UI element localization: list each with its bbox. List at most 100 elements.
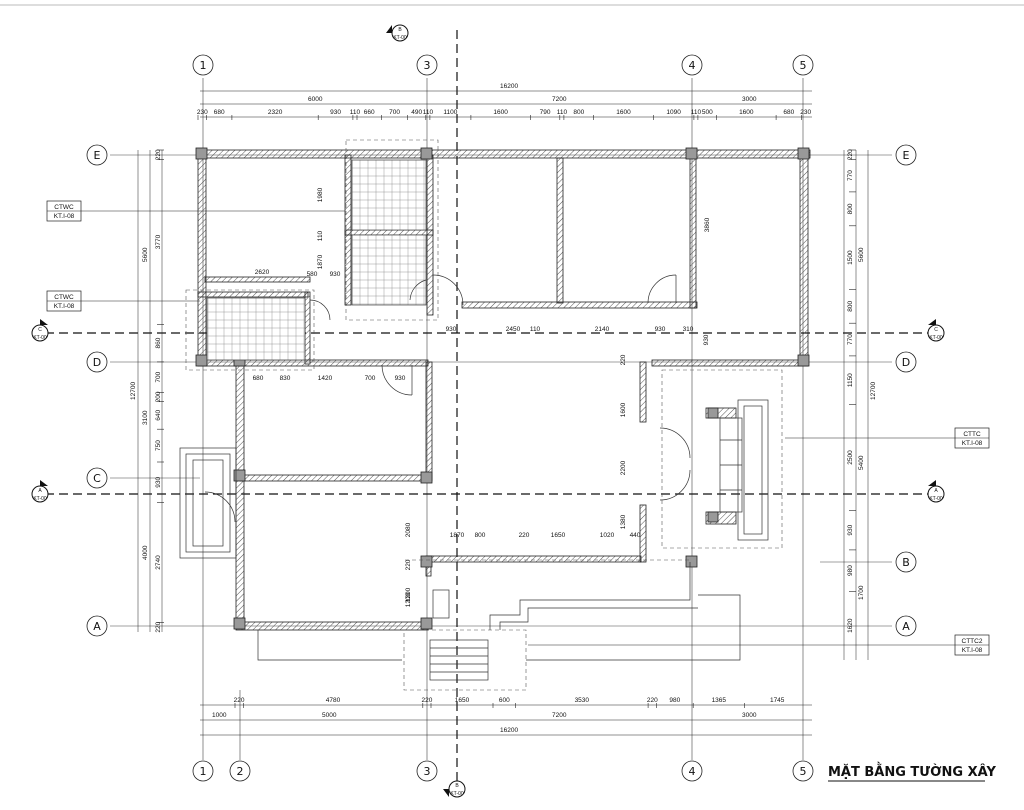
- columns: [195, 147, 810, 630]
- grid-col-1-bottom: 1: [200, 765, 207, 778]
- detail-tag-ctwc-2: CTWC KT.I-08: [46, 290, 200, 312]
- wc-tile-areas: [206, 159, 427, 361]
- dim-left-seg-7: 930: [155, 476, 162, 487]
- detail-tag-ctwc-1: CTWC KT.I-08: [46, 200, 345, 222]
- detail-tag-ctwc-1-ref: KT.I-08: [54, 213, 75, 220]
- dim-left-bay-2: 3100: [142, 410, 149, 425]
- dims-bottom-text: 16200 1000 5000 7200 3000: [212, 712, 757, 734]
- grid-col-2-bottom: 2: [237, 765, 244, 778]
- dim-left-bay-1: 5600: [142, 247, 149, 262]
- dim-left-seg-9: 220: [155, 621, 162, 632]
- dim-interior-9: 110: [530, 326, 541, 333]
- dim-top-seg-11: 790: [540, 109, 551, 116]
- dim-bottom-seg-5: 3530: [575, 697, 590, 704]
- dim-right-seg-5: 770: [847, 334, 854, 345]
- grid-row-a-left: A: [93, 620, 101, 633]
- section-c-ref-left: KT-00: [33, 335, 47, 341]
- section-marker-a-left: A KT-00: [31, 480, 49, 503]
- detail-tag-cttc: CTTC KT.I-08: [785, 427, 990, 449]
- grid-row-d-left: D: [93, 356, 101, 369]
- section-c-label-left: C: [38, 327, 42, 333]
- dim-left-overall: 12700: [130, 382, 137, 400]
- section-lines: [45, 30, 930, 785]
- section-b-label-bottom: B: [455, 783, 459, 789]
- dim-interior-4: 580: [307, 271, 318, 278]
- stair-and-balcony: [179, 399, 769, 681]
- dim-left-seg-3: 700: [155, 371, 162, 382]
- section-marker-b-top: B KT-00: [386, 24, 409, 42]
- dim-top-seg-12: 110: [557, 109, 568, 116]
- dim-left-seg-5: 640: [155, 409, 162, 420]
- walls: [197, 149, 811, 631]
- dim-interior-5: 2620: [255, 269, 270, 276]
- detail-tag-cttc-code: CTTC: [963, 431, 981, 438]
- dim-interior-32: 1200: [405, 592, 412, 607]
- dim-top-seg-16: 110: [691, 109, 702, 116]
- dim-interior-24: 800: [475, 532, 486, 539]
- dim-top-bay-2: 7200: [552, 96, 567, 103]
- dim-interior-21: 2200: [620, 460, 627, 475]
- section-a-ref-right: KT-00: [929, 496, 943, 502]
- detail-tag-ctwc-1-code: CTWC: [54, 204, 74, 211]
- dim-bottom-seg-4: 600: [499, 697, 510, 704]
- dim-bottom-bay-1: 1000: [212, 712, 227, 719]
- grid-col-5-bottom: 5: [800, 765, 807, 778]
- dim-left-seg-0: 220: [155, 149, 162, 160]
- dim-interior-18: 700: [365, 375, 376, 382]
- dim-interior-2: 1870: [317, 254, 324, 269]
- dim-interior-16: 830: [280, 375, 291, 382]
- dim-top-seg-4: 110: [350, 109, 361, 116]
- grid-row-e-left: E: [94, 149, 101, 162]
- dashed-outlines: [185, 139, 783, 691]
- dim-top-seg-14: 1600: [616, 109, 631, 116]
- dim-bottom-bay-2: 5000: [322, 712, 337, 719]
- dim-top-seg-8: 110: [423, 109, 434, 116]
- dims-top-text: 16200 6000 7200 3000: [308, 83, 757, 103]
- dim-bottom-seg-8: 1365: [712, 697, 727, 704]
- section-a-label-left: A: [38, 488, 42, 494]
- dim-bottom-seg-6: 220: [647, 697, 658, 704]
- section-c-ref-right: KT-00: [929, 335, 943, 341]
- section-b-ref: KT-00: [393, 35, 407, 41]
- dim-interior-8: 2450: [506, 326, 521, 333]
- detail-tag-cttc2-code: CTTC2: [962, 638, 983, 645]
- dim-right-seg-0: 220: [847, 149, 854, 160]
- dim-top-seg-10: 1600: [493, 109, 508, 116]
- dim-bottom-overall: 16200: [500, 727, 518, 734]
- dim-interior-7: 930: [446, 326, 457, 333]
- dim-top-seg-17: 500: [702, 109, 713, 116]
- grid-col-1-top: 1: [200, 59, 207, 72]
- dim-interior-11: 930: [655, 326, 666, 333]
- dim-right-seg-9: 980: [847, 565, 854, 576]
- grid-col-4-top: 4: [689, 59, 696, 72]
- grid-bubbles: [86, 54, 917, 782]
- dim-left-seg-4: 200: [155, 391, 162, 402]
- dim-interior-15: 680: [253, 375, 264, 382]
- section-b-label: B: [398, 27, 402, 33]
- dim-right-overall: 12700: [870, 382, 877, 400]
- dim-top-seg-5: 660: [364, 109, 375, 116]
- grid-col-5-top: 5: [800, 59, 807, 72]
- grid-row-e-right: E: [903, 149, 910, 162]
- dim-bottom-bay-3: 7200: [552, 712, 567, 719]
- dim-left-seg-6: 750: [155, 440, 162, 451]
- dim-top-seg-0: 230: [197, 109, 208, 116]
- grid-labels: 1 3 4 5 1 2 3 4 5 E D C A E D B A: [93, 59, 910, 778]
- dim-interior-3: 930: [330, 271, 341, 278]
- dim-right-seg-4: 800: [847, 300, 854, 311]
- dim-right-seg-3: 1500: [847, 250, 854, 265]
- section-marker-a-right: A KT-00: [927, 480, 945, 503]
- dim-interior-12: 310: [683, 326, 694, 333]
- grid-col-4-bottom: 4: [689, 765, 696, 778]
- dim-interior-20: 1600: [620, 402, 627, 417]
- dim-bottom-seg-2: 220: [421, 697, 432, 704]
- grid-row-c-left: C: [93, 472, 101, 485]
- dim-right-bay-1: 5600: [858, 247, 865, 262]
- dim-interior-28: 440: [630, 532, 641, 539]
- dim-interior-31: 1200: [405, 587, 412, 602]
